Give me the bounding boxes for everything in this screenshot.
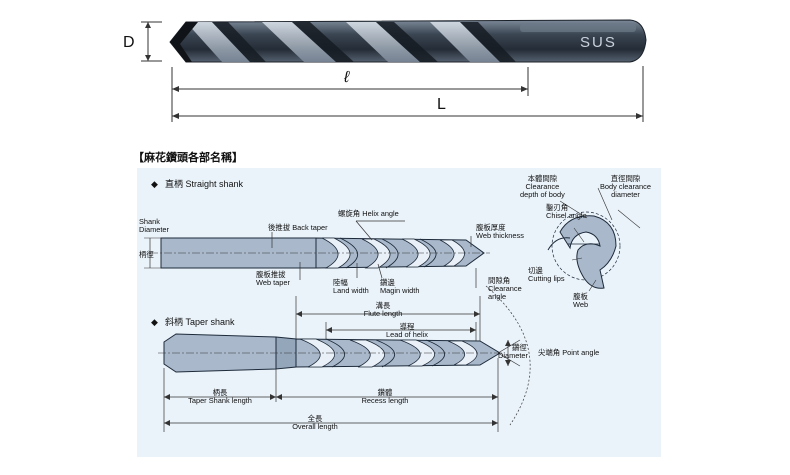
label-cutting-lips: 切邊 Cutting lips bbox=[528, 266, 565, 283]
label-overall-l: L bbox=[437, 96, 446, 113]
label-diameter: 鑽徑 Diameter bbox=[498, 343, 528, 360]
label-clearance-angle: 間隙角 Clearance angle bbox=[488, 276, 522, 301]
label-land-width: 陸幅 Land width bbox=[333, 278, 369, 295]
taper-shank-title: 斜柄 Taper shank bbox=[165, 317, 235, 327]
label-web: 腹板 Web bbox=[573, 292, 589, 309]
straight-shank-title: 直柄 Straight shank bbox=[165, 179, 244, 189]
terminology-panel bbox=[137, 168, 661, 457]
label-recess-length: 鑽體 Recess length bbox=[361, 388, 409, 405]
brand-mark: SUS bbox=[580, 34, 617, 51]
drill-photo bbox=[169, 19, 647, 63]
label-shank-diameter: Shank Diameter bbox=[139, 217, 169, 234]
label-shank-diameter-zh: 柄徑 bbox=[139, 250, 154, 259]
label-helix-angle: 螺旋角 Helix angle bbox=[338, 209, 399, 218]
label-clearance-depth: 本體間隙 Clearance depth of body bbox=[520, 174, 565, 199]
label-web-thickness: 腹板厚度 Web thickness bbox=[476, 223, 524, 240]
top-drill-diagram bbox=[141, 19, 647, 122]
label-lead-of-helix: 導程 Lead of helix bbox=[386, 322, 428, 339]
label-back-taper: 後推拔 Back taper bbox=[268, 223, 328, 232]
label-margin-width: 鑽邊 Magin width bbox=[380, 278, 420, 295]
label-web-taper: 腹板推拔 Web taper bbox=[256, 270, 290, 287]
label-chisel-angle: 鑿刃角 Chisel angle bbox=[546, 203, 587, 220]
cross-section-view bbox=[547, 187, 641, 292]
label-flute-l: ℓ bbox=[344, 69, 350, 86]
section-title: 【麻花鑽頭各部名稱】 bbox=[133, 152, 243, 164]
label-diameter-d: D bbox=[123, 34, 135, 51]
label-body-clearance-diameter: 直徑間隙 Body clearance diameter bbox=[600, 174, 651, 199]
taper-shank-bullet: ◆ bbox=[151, 317, 158, 327]
straight-shank-bullet: ◆ bbox=[151, 179, 158, 189]
label-overall-length: 全長 Overall length bbox=[292, 414, 338, 431]
label-point-angle: 尖端角 Point angle bbox=[538, 348, 600, 357]
label-flute-length: 溝長 Flute length bbox=[363, 301, 403, 318]
label-taper-shank-length: 柄長 Taper Shank length bbox=[188, 388, 252, 405]
